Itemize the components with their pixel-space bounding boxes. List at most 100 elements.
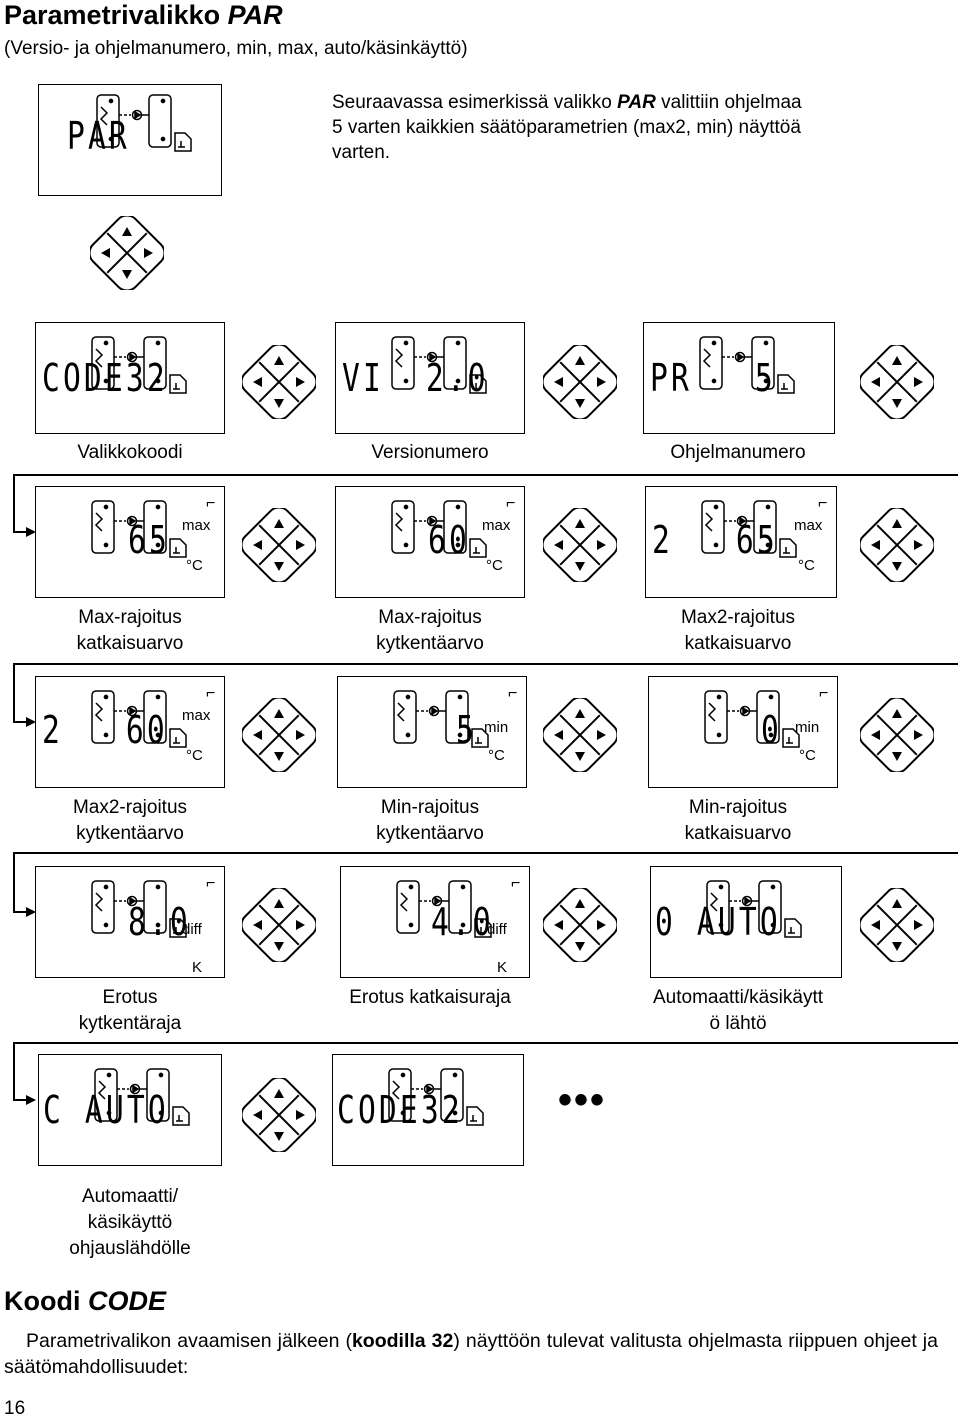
hydraulic-schema-icon bbox=[706, 880, 802, 938]
hydraulic-schema-icon bbox=[91, 880, 187, 938]
label-versionumero: Versionumero bbox=[371, 442, 489, 463]
hydraulic-schema-icon bbox=[91, 500, 187, 558]
arrow-key-icon[interactable] bbox=[240, 886, 318, 964]
lcd-panel-code2: CODE32 bbox=[332, 1054, 524, 1166]
intro-text: Seuraavassa esimerkissä valikko PAR vali… bbox=[332, 92, 802, 163]
lcd-panel-max-off: 65 max ⌐ °C bbox=[35, 486, 225, 598]
switch-state-icon: ⌐ bbox=[506, 495, 516, 512]
lcd-sub-label: diff bbox=[182, 921, 202, 938]
label-diff-off: Erotus katkaisuraja bbox=[349, 987, 511, 1008]
lcd-display-text: 0 AUTO bbox=[655, 900, 781, 944]
arrow-key-icon[interactable] bbox=[858, 343, 936, 421]
switch-state-icon: ⌐ bbox=[206, 685, 216, 702]
hydraulic-schema-icon bbox=[391, 336, 487, 394]
hydraulic-schema-icon bbox=[94, 1068, 190, 1126]
arrow-key-icon[interactable] bbox=[240, 1076, 318, 1154]
lcd-display-text: 2 60 bbox=[42, 708, 168, 752]
lcd-unit: °C bbox=[486, 557, 503, 574]
lcd-unit: °C bbox=[186, 557, 203, 574]
arrow-key-icon[interactable] bbox=[240, 696, 318, 774]
lcd-panel-max2-on: 2 60 max ⌐ °C bbox=[35, 676, 225, 788]
hydraulic-schema-icon bbox=[393, 690, 489, 748]
continuation-ellipsis: ••• bbox=[558, 1078, 607, 1122]
lcd-unit: °C bbox=[186, 747, 203, 764]
lcd-sub-label: diff bbox=[487, 921, 507, 938]
lcd-display-text: CODE32 bbox=[337, 1088, 463, 1132]
lcd-display-text: PR 5 bbox=[650, 356, 776, 400]
lcd-sub-label: max bbox=[182, 707, 211, 724]
lcd-unit: °C bbox=[799, 747, 816, 764]
lcd-sub-label: max bbox=[482, 517, 511, 534]
lcd-unit: °C bbox=[798, 557, 815, 574]
page-number: 16 bbox=[4, 1398, 26, 1419]
lcd-panel-max2-off: 2 65 max ⌐ °C bbox=[645, 486, 837, 598]
hydraulic-schema-icon bbox=[388, 1068, 484, 1126]
hydraulic-schema-icon bbox=[704, 690, 800, 748]
arrow-key-icon[interactable] bbox=[858, 886, 936, 964]
arrow-key-icon[interactable] bbox=[858, 506, 936, 584]
lcd-display-text: C AUTO bbox=[43, 1088, 169, 1132]
arrow-key-icon[interactable] bbox=[858, 696, 936, 774]
arrow-key-icon[interactable] bbox=[240, 506, 318, 584]
lcd-display-text: 4.0 bbox=[431, 900, 494, 944]
section-heading-code: Koodi CODE bbox=[4, 1286, 166, 1316]
page-title: Parametrivalikko PAR bbox=[4, 0, 283, 30]
page-subtitle: (Versio- ja ohjelmanumero, min, max, aut… bbox=[4, 38, 468, 59]
lcd-panel-version: VI 2.0 bbox=[335, 322, 525, 434]
lcd-sub-label: min bbox=[795, 719, 820, 736]
code-section-text: Parametrivalikon avaamisen jälkeen (kood… bbox=[4, 1330, 938, 1378]
switch-state-icon: ⌐ bbox=[508, 685, 518, 702]
lcd-display-text: 0 bbox=[761, 708, 782, 752]
hydraulic-schema-icon bbox=[701, 500, 797, 558]
switch-state-icon: ⌐ bbox=[206, 875, 216, 892]
arrow-key-icon[interactable] bbox=[541, 886, 619, 964]
hydraulic-schema-icon bbox=[91, 336, 187, 394]
lcd-sub-label: max bbox=[182, 517, 211, 534]
hydraulic-schema-icon bbox=[396, 880, 492, 938]
lcd-display-text: 8.0 bbox=[128, 900, 191, 944]
lcd-unit: K bbox=[497, 959, 508, 976]
lcd-display-text: 60 bbox=[428, 518, 470, 562]
switch-state-icon: ⌐ bbox=[818, 495, 828, 512]
switch-state-icon: ⌐ bbox=[206, 495, 216, 512]
label-valikkokoodi: Valikkokoodi bbox=[77, 442, 183, 463]
hydraulic-schema-icon bbox=[91, 690, 187, 748]
lcd-panel-auto-source: C AUTO bbox=[38, 1054, 222, 1166]
lcd-unit: K bbox=[192, 959, 203, 976]
lcd-panel-min-on: 5 min ⌐ °C bbox=[337, 676, 527, 788]
lcd-sub-label: min bbox=[484, 719, 509, 736]
lcd-panel-max-on: 60 max ⌐ °C bbox=[335, 486, 525, 598]
lcd-display-text: PAR bbox=[67, 114, 130, 158]
arrow-key-icon[interactable] bbox=[541, 343, 619, 421]
lcd-panel-auto-start: 0 AUTO bbox=[650, 866, 842, 978]
arrow-key-icon[interactable] bbox=[541, 506, 619, 584]
lcd-display-text: 2 65 bbox=[652, 518, 778, 562]
lcd-panel-par: PAR bbox=[38, 84, 222, 196]
label-ohjelmanumero: Ohjelmanumero bbox=[670, 442, 806, 463]
hydraulic-schema-icon bbox=[699, 336, 795, 394]
lcd-display-text: VI 2.0 bbox=[342, 356, 489, 400]
lcd-display-text: 5 bbox=[456, 708, 477, 752]
lcd-panel-min-off: 0 min ⌐ °C bbox=[648, 676, 838, 788]
lcd-display-text: CODE32 bbox=[42, 356, 168, 400]
lcd-sub-label: max bbox=[794, 517, 823, 534]
arrow-key-icon[interactable] bbox=[88, 214, 166, 292]
arrow-key-icon[interactable] bbox=[240, 343, 318, 421]
lcd-display-text: 65 bbox=[128, 518, 170, 562]
arrow-key-icon[interactable] bbox=[541, 696, 619, 774]
lcd-unit: °C bbox=[488, 747, 505, 764]
lcd-panel-program: PR 5 bbox=[643, 322, 835, 434]
switch-state-icon: ⌐ bbox=[819, 685, 829, 702]
switch-state-icon: ⌐ bbox=[511, 875, 521, 892]
